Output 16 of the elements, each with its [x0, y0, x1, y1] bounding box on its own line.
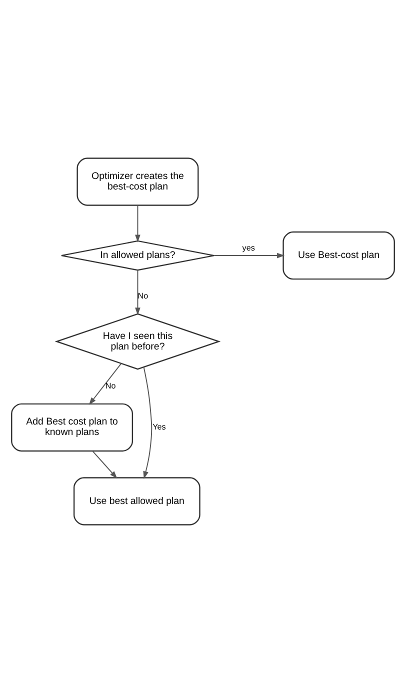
edge-label: Yes: [152, 422, 166, 432]
node-box: Use best allowed plan: [73, 477, 200, 526]
arrow: [135, 204, 140, 242]
arrow: [214, 252, 285, 258]
edge-label: No: [105, 382, 116, 391]
edge-label: No: [138, 292, 148, 301]
node-diamond: Have I seen this plan before?: [54, 313, 221, 370]
node-diamond: In allowed plans?: [60, 240, 215, 271]
edge-label: yes: [242, 244, 255, 253]
node-box: Use Best-cost plan: [282, 231, 395, 280]
node-box: Optimizer creates the best-cost plan: [76, 158, 199, 206]
node-box: Add Best cost plan to known plans: [11, 403, 134, 452]
arrow: [143, 366, 152, 479]
arrow: [135, 270, 140, 316]
arrow: [88, 363, 122, 406]
arrow: [92, 450, 118, 479]
